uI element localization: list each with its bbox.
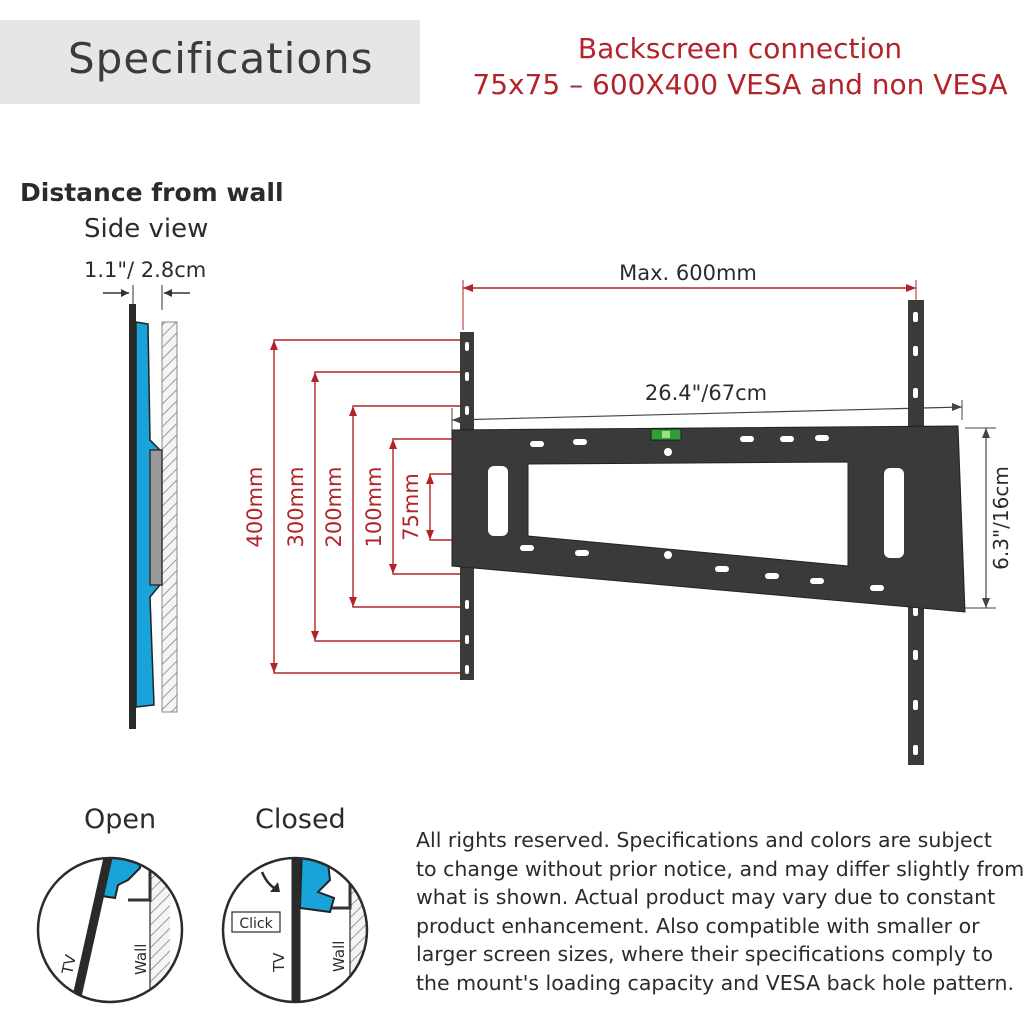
- side-tv-panel: [129, 304, 136, 729]
- wall-gap-label: 1.1"/ 2.8cm: [84, 258, 207, 282]
- side-view-label: Side view: [84, 214, 209, 244]
- max-width-label: Max. 600mm: [619, 261, 757, 285]
- vesa-range: 75x75 – 600X400 VESA and non VESA: [472, 68, 1008, 101]
- vesa-height-75: 75mm: [399, 473, 423, 541]
- vesa-height-400: 400mm: [243, 467, 267, 548]
- vesa-height-200: 200mm: [322, 467, 346, 548]
- mount-width-label: 26.4"/67cm: [645, 381, 767, 405]
- closed-lock-detail: Click TV Wall: [221, 856, 369, 1004]
- title-banner: [0, 20, 420, 104]
- side-view-diagram: [103, 285, 190, 729]
- side-wall: [161, 321, 178, 713]
- disclaimer-text: All rights reserved. Specifications and …: [416, 828, 1024, 995]
- closed-label: Closed: [255, 804, 346, 835]
- click-tag: [231, 911, 281, 933]
- side-wall-plate: [149, 449, 163, 586]
- front-view-diagram: Max. 600mm 26.4"/67cm 6.3"/16cm: [243, 261, 1013, 765]
- vesa-height-300: 300mm: [284, 467, 308, 548]
- distance-heading: Distance from wall: [20, 178, 284, 207]
- click-label: Click: [239, 916, 273, 932]
- wall-plate: [451, 425, 966, 613]
- vesa-height-100: 100mm: [362, 467, 386, 548]
- closed-wall-label: Wall: [330, 941, 348, 972]
- open-tv-label: TV: [58, 952, 80, 976]
- mount-height-label: 6.3"/16cm: [989, 466, 1013, 570]
- open-lock-detail: TV Wall: [36, 856, 184, 1004]
- page-title: Specifications: [68, 34, 374, 83]
- open-label: Open: [84, 804, 157, 835]
- closed-tv-label: TV: [270, 952, 288, 973]
- open-wall-label: Wall: [132, 944, 150, 975]
- backscreen-heading: Backscreen connection: [577, 32, 903, 65]
